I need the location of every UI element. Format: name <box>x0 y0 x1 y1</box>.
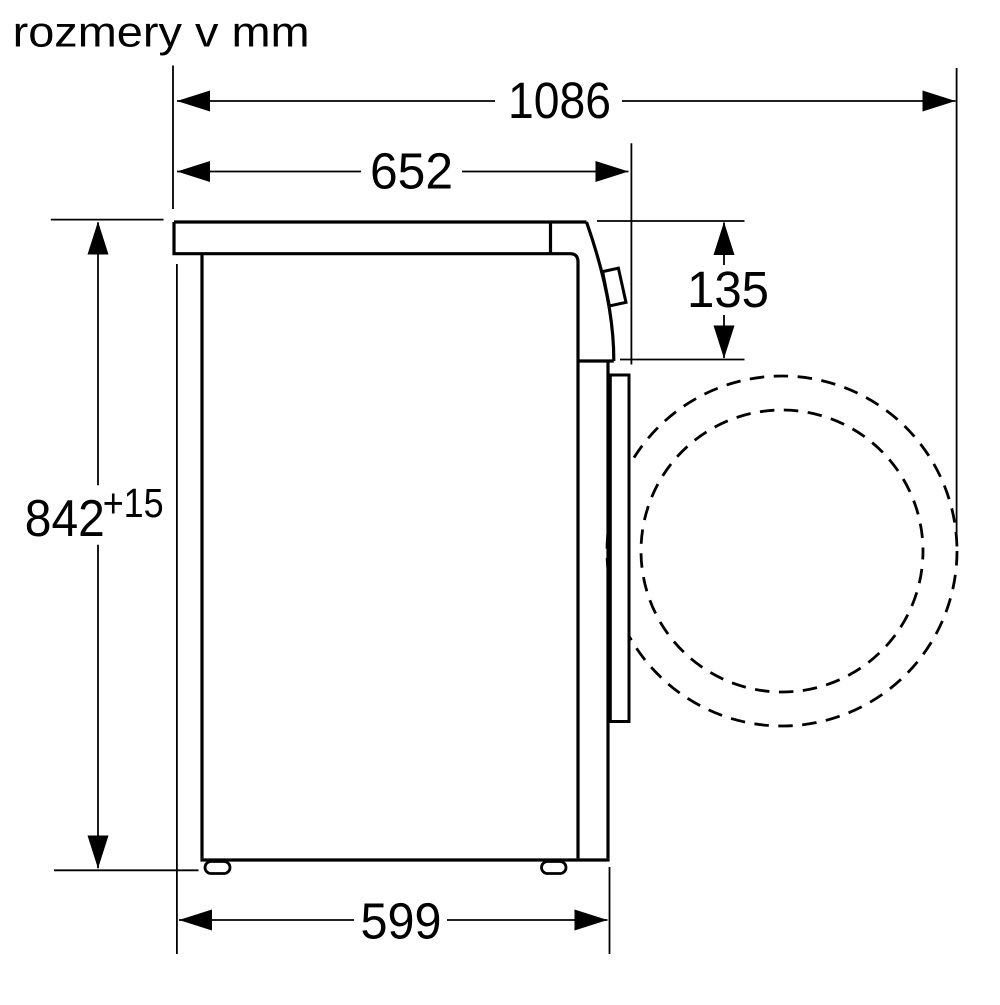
svg-text:842: 842 <box>25 490 105 548</box>
svg-text:599: 599 <box>361 893 442 950</box>
svg-text:1086: 1086 <box>508 72 611 129</box>
svg-text:+15: +15 <box>103 480 164 526</box>
svg-text:135: 135 <box>687 261 769 318</box>
svg-text:652: 652 <box>370 143 453 200</box>
svg-text:rozmery v mm: rozmery v mm <box>13 8 310 56</box>
